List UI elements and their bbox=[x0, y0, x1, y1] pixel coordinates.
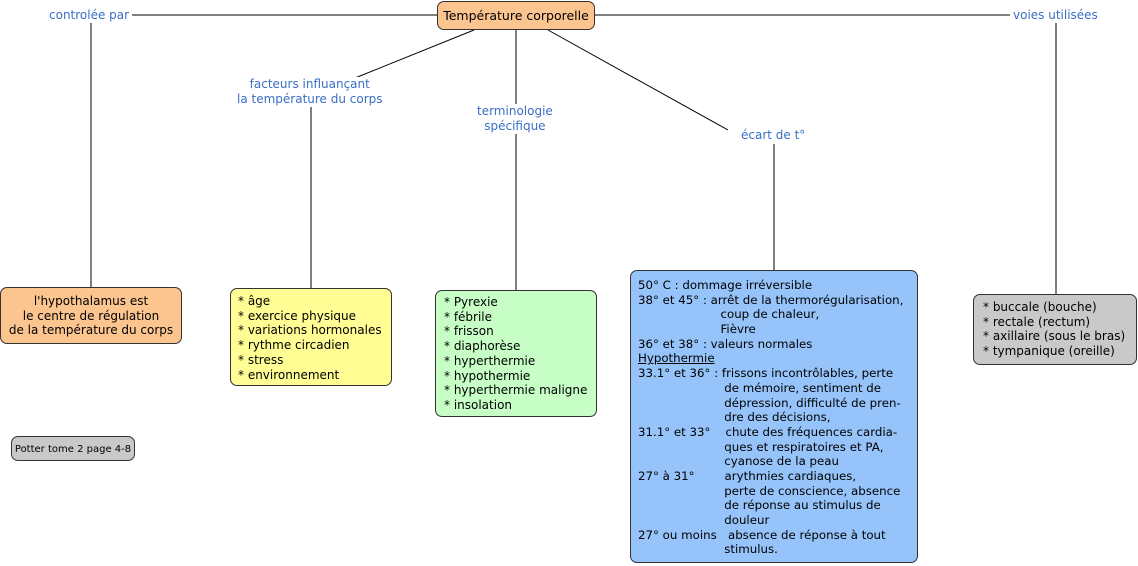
link-label-routes: voies utilisées bbox=[1010, 8, 1101, 23]
hypothermia-heading: Hypothermie bbox=[638, 351, 715, 366]
deviation-line: coup de chaleur, bbox=[638, 307, 820, 322]
list-item: * exercice physique bbox=[238, 308, 357, 323]
deviation-line: perte de conscience, absence bbox=[638, 483, 901, 498]
link-label-controlled-by: controlée par bbox=[46, 8, 133, 23]
list-item: * hypothermie bbox=[444, 368, 531, 383]
reference-text: Potter tome 2 page 4-8 bbox=[14, 444, 132, 455]
list-item: * diaphorèse bbox=[444, 339, 521, 354]
link-label-factors: facteurs influançant la température du c… bbox=[234, 77, 386, 107]
list-item: * âge bbox=[238, 294, 271, 308]
root-title: Température corporelle bbox=[443, 8, 589, 23]
list-item: * rectale (rectum) bbox=[983, 314, 1091, 329]
deviation-line: dre des décisions, bbox=[638, 410, 831, 425]
deviation-line: 27° à 31° arythmies cardiaques, bbox=[638, 468, 857, 483]
reference-note: Potter tome 2 page 4-8 bbox=[11, 436, 135, 461]
deviation-line: 36° et 38° : valeurs normales bbox=[638, 336, 813, 351]
list-item: * insolation bbox=[444, 397, 513, 412]
routes-node: * buccale (bouche) * rectale (rectum) * … bbox=[973, 294, 1137, 365]
list-item: * environnement bbox=[238, 367, 340, 382]
deviation-line: de réponse au stimulus de bbox=[638, 498, 881, 513]
temperature-deviation-node: 50° C : dommage irréversible 38° et 45° … bbox=[630, 270, 918, 563]
factors-node: * âge * exercice physique * variations h… bbox=[230, 288, 392, 386]
deviation-line: Fièvre bbox=[638, 322, 756, 337]
list-item: * tympanique (oreille) bbox=[983, 344, 1115, 359]
list-item: * buccale (bouche) bbox=[983, 300, 1097, 314]
root-concept: Température corporelle bbox=[437, 1, 595, 30]
deviation-line: douleur bbox=[638, 513, 770, 527]
list-item: * Pyrexie bbox=[444, 295, 498, 309]
list-item: * rythme circadien bbox=[238, 338, 350, 353]
deviation-line: dépression, difficulté de pren- bbox=[638, 395, 901, 410]
list-item: * stress bbox=[238, 352, 284, 367]
hypothalamus-node: l'hypothalamus est le centre de régulati… bbox=[0, 287, 182, 344]
terminology-node: * Pyrexie * fébrile * frisson * diaphorè… bbox=[435, 290, 597, 417]
list-item: * variations hormonales bbox=[238, 323, 382, 338]
deviation-line: ques et respiratoires et PA, bbox=[638, 439, 884, 454]
link-label-terminology: terminologie spécifique bbox=[474, 104, 556, 134]
list-item: * fébrile bbox=[444, 309, 493, 324]
hypothalamus-line: de la température du corps bbox=[8, 323, 174, 338]
link-label-deviation: écart de t° bbox=[738, 128, 809, 143]
hypothalamus-line: le centre de régulation bbox=[22, 308, 160, 323]
hypothalamus-line: l'hypothalamus est bbox=[33, 294, 149, 308]
deviation-line: 31.1° et 33° chute des fréquences cardia… bbox=[638, 424, 898, 439]
list-item: * axillaire (sous le bras) bbox=[983, 329, 1126, 344]
deviation-line: 33.1° et 36° : frissons incontrôlables, … bbox=[638, 366, 894, 381]
list-item: * frisson bbox=[444, 324, 494, 339]
deviation-line: de mémoire, sentiment de bbox=[638, 380, 881, 395]
deviation-line: cyanose de la peau bbox=[638, 454, 839, 469]
list-item: * hyperthermie maligne bbox=[444, 383, 588, 398]
deviation-line: 38° et 45° : arrêt de la thermorégularis… bbox=[638, 292, 904, 307]
deviation-line: stimulus. bbox=[638, 542, 778, 557]
deviation-line: 50° C : dommage irréversible bbox=[638, 278, 813, 292]
list-item: * hyperthermie bbox=[444, 353, 536, 368]
deviation-line: 27° ou moins absence de réponse à tout bbox=[638, 527, 886, 542]
